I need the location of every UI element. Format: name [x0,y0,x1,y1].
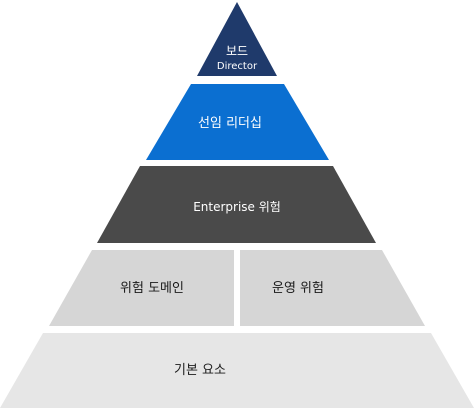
pyramid-level-operational-risk [240,250,425,326]
board-label-korean: 보드 [226,44,248,58]
risk-domain-label: 위험 도메인 [120,281,184,296]
pyramid-level-board [197,2,277,76]
senior-leadership-label: 선임 리더십 [198,116,262,131]
board-label-english: Director [217,61,258,72]
pyramid-level-risk-domain [49,250,234,326]
pyramid-level-enterprise-risk [97,166,376,243]
enterprise-risk-label: Enterprise 위험 [193,200,281,214]
operational-risk-label: 운영 위험 [272,281,324,296]
basic-elements-label: 기본 요소 [174,363,226,378]
pyramid-level-basic-elements [0,333,474,408]
pyramid-level-senior-leadership [146,84,329,160]
